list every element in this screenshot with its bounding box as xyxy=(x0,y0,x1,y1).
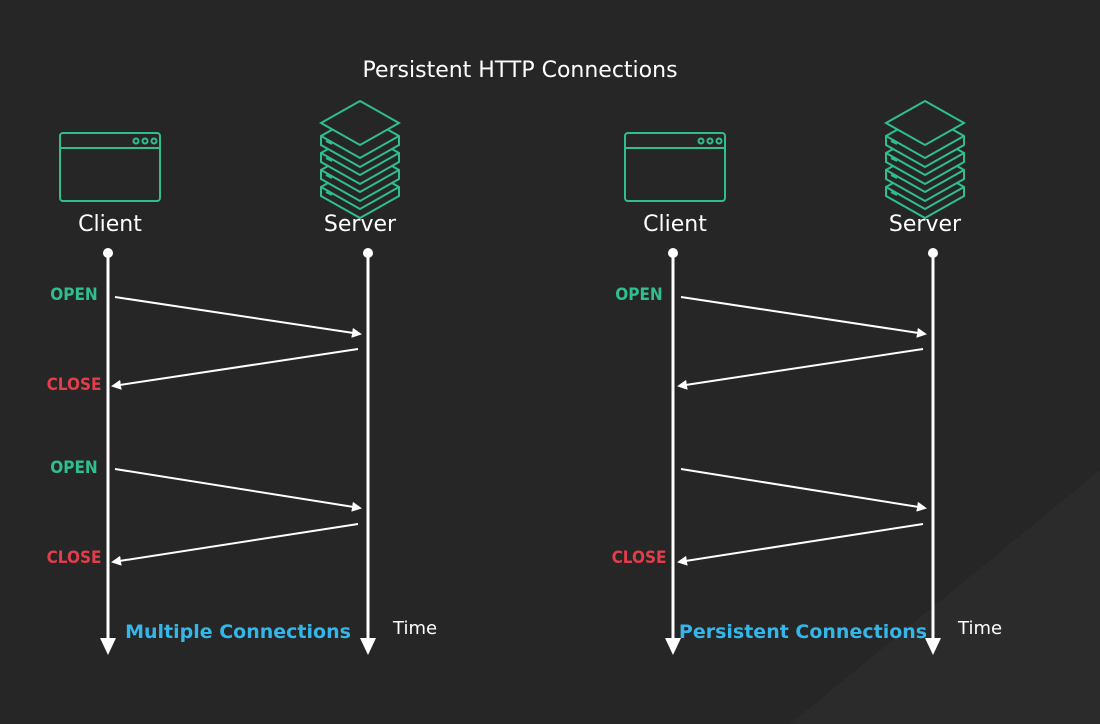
close-label: CLOSE xyxy=(46,548,102,568)
timeline-arrowhead xyxy=(665,638,681,655)
response-arrow xyxy=(677,348,924,390)
server-stack-icon xyxy=(318,99,402,220)
diagram-caption: Persistent Connections xyxy=(678,621,928,643)
open-label: OPEN xyxy=(50,458,98,478)
open-label: OPEN xyxy=(50,285,98,305)
time-axis-label: Time xyxy=(958,618,1003,639)
server-label: Server xyxy=(888,212,962,237)
request-arrow xyxy=(114,296,362,338)
open-label: OPEN xyxy=(615,285,663,305)
time-axis-label: Time xyxy=(393,618,438,639)
request-arrow xyxy=(114,468,362,512)
client-label: Client xyxy=(643,212,707,237)
client-label: Client xyxy=(78,212,142,237)
timeline-arrowhead xyxy=(360,638,376,655)
server-stack-icon xyxy=(883,99,967,220)
timeline-arrowhead xyxy=(100,638,116,655)
close-label: CLOSE xyxy=(46,375,102,395)
client-browser-icon xyxy=(59,132,161,202)
diagram-title: Persistent HTTP Connections xyxy=(362,58,678,83)
server-timeline xyxy=(360,248,376,655)
client-timeline xyxy=(100,248,116,655)
response-arrow xyxy=(111,348,359,390)
timeline-arrowhead xyxy=(925,638,941,655)
corner-shading xyxy=(790,470,1100,724)
client-browser-icon xyxy=(624,132,726,202)
diagram-caption: Multiple Connections xyxy=(125,621,351,643)
server-label: Server xyxy=(323,212,397,237)
response-arrow xyxy=(677,523,924,566)
server-timeline xyxy=(925,248,941,655)
response-arrow xyxy=(111,523,359,566)
request-arrow xyxy=(680,468,927,512)
client-timeline xyxy=(665,248,681,655)
close-label: CLOSE xyxy=(611,548,667,568)
request-arrow xyxy=(680,296,927,338)
